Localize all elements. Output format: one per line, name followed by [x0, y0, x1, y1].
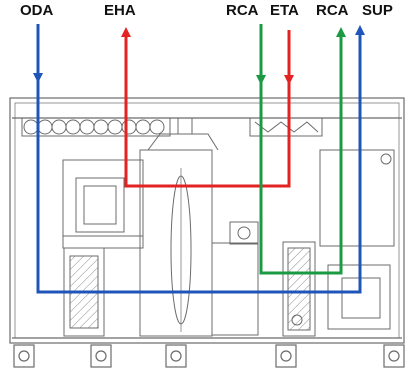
extract-to-exhaust-path: [121, 27, 291, 188]
damper-blade: [51, 119, 67, 135]
damper-blade: [79, 119, 95, 135]
support-foot: [90, 344, 112, 368]
support-foot: [275, 344, 297, 368]
support-foot: [383, 344, 405, 368]
recirculation-path: [259, 24, 346, 275]
damper-blade: [149, 119, 165, 135]
damper-blade: [121, 119, 137, 135]
label-sup: SUP: [362, 2, 393, 19]
rotor-housing: [139, 149, 213, 337]
label-eta: ETA: [270, 2, 299, 19]
return-inlet-frame: [249, 117, 323, 137]
damper-blade: [65, 119, 81, 135]
middle-chamber: [211, 242, 259, 336]
inspection-port: [380, 153, 392, 165]
fan-motor-block: [83, 185, 117, 225]
label-oda: ODA: [20, 2, 54, 19]
damper-blade: [135, 119, 151, 135]
right-section: [282, 149, 395, 337]
middle-fan-box: [229, 221, 259, 245]
supply-upper-housing: [319, 149, 395, 247]
heat-exchanger: [139, 133, 219, 337]
unit-casing: [9, 97, 405, 344]
casing-outer-frame: [9, 97, 405, 344]
support-bolt: [280, 350, 292, 362]
middle-section: [211, 221, 259, 336]
support-foot: [165, 344, 187, 368]
support-foot: [13, 344, 35, 368]
right-coil: [287, 247, 311, 331]
return-damper-blades: [254, 121, 319, 133]
damper-blade: [107, 119, 123, 135]
damper-blade: [37, 119, 53, 135]
top-dampers: [21, 117, 323, 137]
support-bolt: [170, 350, 182, 362]
drain-valve: [291, 314, 303, 326]
outdoor-to-supply-path: [36, 24, 365, 294]
label-rca-left: RCA: [226, 2, 259, 19]
damper-blade: [93, 119, 109, 135]
support-bolt: [18, 350, 30, 362]
support-bolt: [95, 350, 107, 362]
airflow-paths: [33, 24, 365, 294]
filter-housing: [62, 159, 144, 249]
base-supports: [13, 344, 405, 368]
label-eha: EHA: [104, 2, 136, 19]
filter-frame: [75, 177, 125, 233]
middle-fan-hub: [237, 226, 251, 240]
exhaust-outlet-frame: [177, 117, 193, 135]
left-filter-section: [62, 159, 144, 249]
intake-damper-row: [21, 117, 171, 137]
damper-blade: [23, 119, 39, 135]
support-bolt: [388, 350, 400, 362]
rotor-cap: [147, 133, 219, 151]
right-coil-housing: [282, 241, 316, 337]
label-rca-right: RCA: [316, 2, 349, 19]
